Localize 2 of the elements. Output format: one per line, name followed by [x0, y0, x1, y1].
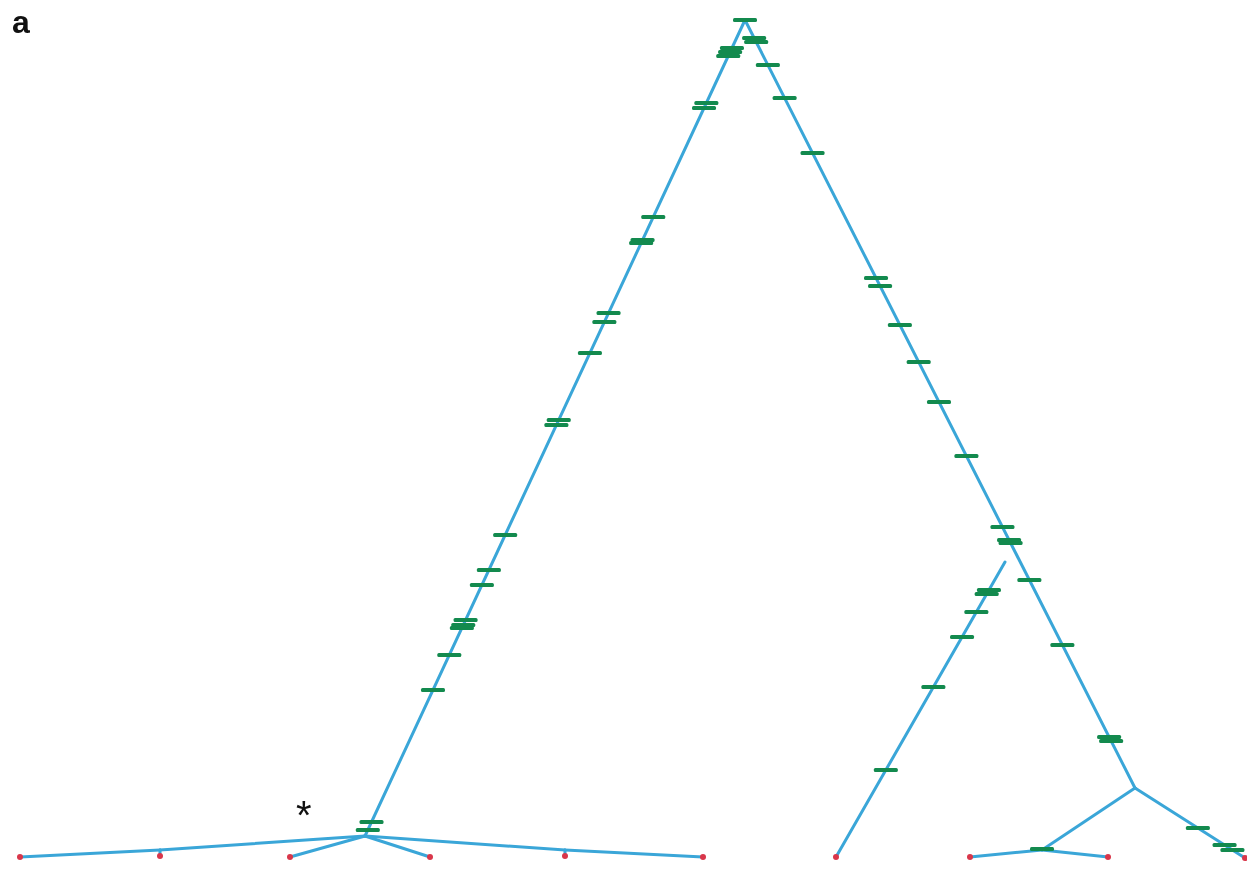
panel-letter: a — [12, 6, 30, 38]
asterisk-mark: * — [296, 795, 312, 835]
